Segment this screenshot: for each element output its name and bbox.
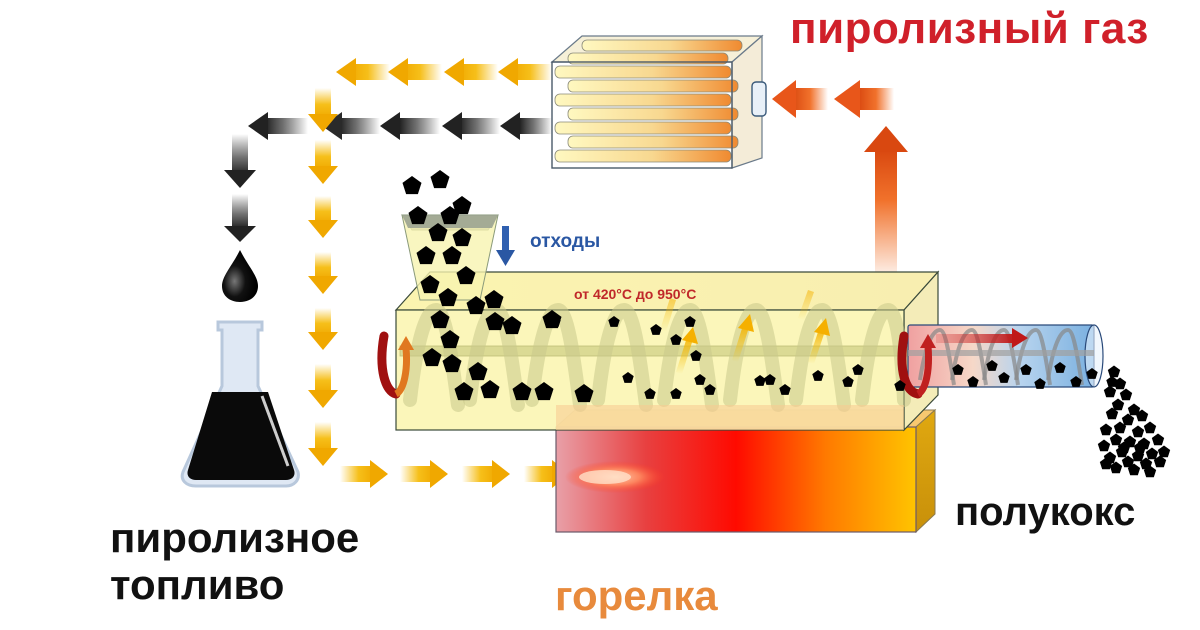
semicoke-particle (1097, 439, 1111, 452)
arrow-left-icon (322, 112, 380, 140)
condenser-tubes (554, 39, 743, 163)
gas-return-arrows (336, 58, 552, 86)
pyrolysis-gas-label: пиролизный газ (790, 4, 1149, 53)
semicoke-particle (1119, 388, 1133, 401)
arrow-down-icon (308, 252, 338, 294)
semicoke-particle (1145, 447, 1159, 460)
arrow-left-icon (442, 112, 500, 140)
arrow-right-icon (936, 328, 1028, 348)
arrow-up-icon (864, 126, 908, 275)
arrow-left-icon (248, 112, 308, 140)
burner-feed-arrows (340, 460, 570, 488)
pyrolysis-fuel-label-line2: топливо (110, 561, 285, 608)
flask-icon (180, 320, 300, 488)
arrow-left-icon (336, 58, 390, 86)
rising-gas-arrows (660, 290, 830, 374)
arrow-up-icon (798, 290, 814, 320)
waste-label: отходы (530, 231, 601, 252)
arrow-left-icon (380, 112, 440, 140)
arrow-up-icon (732, 314, 754, 362)
semicoke-particle (1143, 421, 1157, 434)
arrow-down-icon (308, 308, 338, 350)
oil-drop-icon (222, 250, 258, 302)
arrow-right-icon (462, 460, 510, 488)
semicoke-particle (1157, 445, 1171, 458)
semicoke-particle (1103, 385, 1117, 398)
arrow-up-icon (676, 327, 698, 374)
waste-particle (408, 206, 428, 225)
semicoke-particle (1121, 413, 1135, 426)
burner-label: горелка (555, 572, 718, 619)
arrow-up-icon (808, 318, 830, 364)
arrow-down-icon (224, 134, 256, 188)
rotation-arrow-left-icon (377, 331, 414, 399)
waste-particle (402, 176, 422, 195)
arrow-down-icon (308, 140, 338, 184)
condenser-inlet (751, 81, 767, 117)
arrow-down-icon (308, 364, 338, 408)
semicoke-label: полукокс (955, 490, 1136, 534)
semicoke-particle (1099, 423, 1113, 436)
semicoke-particle (1109, 433, 1123, 446)
arrow-down-icon (224, 194, 256, 242)
semicoke-particle (1107, 365, 1121, 378)
semicoke-particle (1131, 425, 1145, 438)
semicoke-particle (1111, 398, 1125, 411)
arrow-up-icon (660, 298, 676, 332)
rotation-arrow-right-icon (897, 331, 936, 399)
arrow-left-icon (834, 80, 894, 118)
arrow-down-icon (308, 422, 338, 466)
gas-down-arrows (308, 88, 338, 466)
arrow-right-icon (340, 460, 388, 488)
arrow-left-icon (772, 80, 828, 118)
semicoke-particle (1151, 433, 1165, 446)
arrow-down-icon (308, 88, 338, 132)
gas-flow-arrows (772, 80, 908, 275)
arrow-left-icon (444, 58, 498, 86)
arrow-left-icon (498, 58, 552, 86)
arrow-left-icon (388, 58, 442, 86)
pyrolysis-fuel-label-line1: пиролизное (110, 514, 360, 561)
arrow-right-icon (400, 460, 448, 488)
arrow-left-icon (500, 112, 552, 140)
condenser (550, 34, 767, 169)
arrow-down-icon (308, 196, 338, 238)
waste-particle (430, 170, 450, 189)
condensate-arrows (224, 112, 552, 242)
temperature-range-label: от 420°C до 950°C (574, 286, 697, 302)
arrow-down-icon (496, 226, 515, 266)
